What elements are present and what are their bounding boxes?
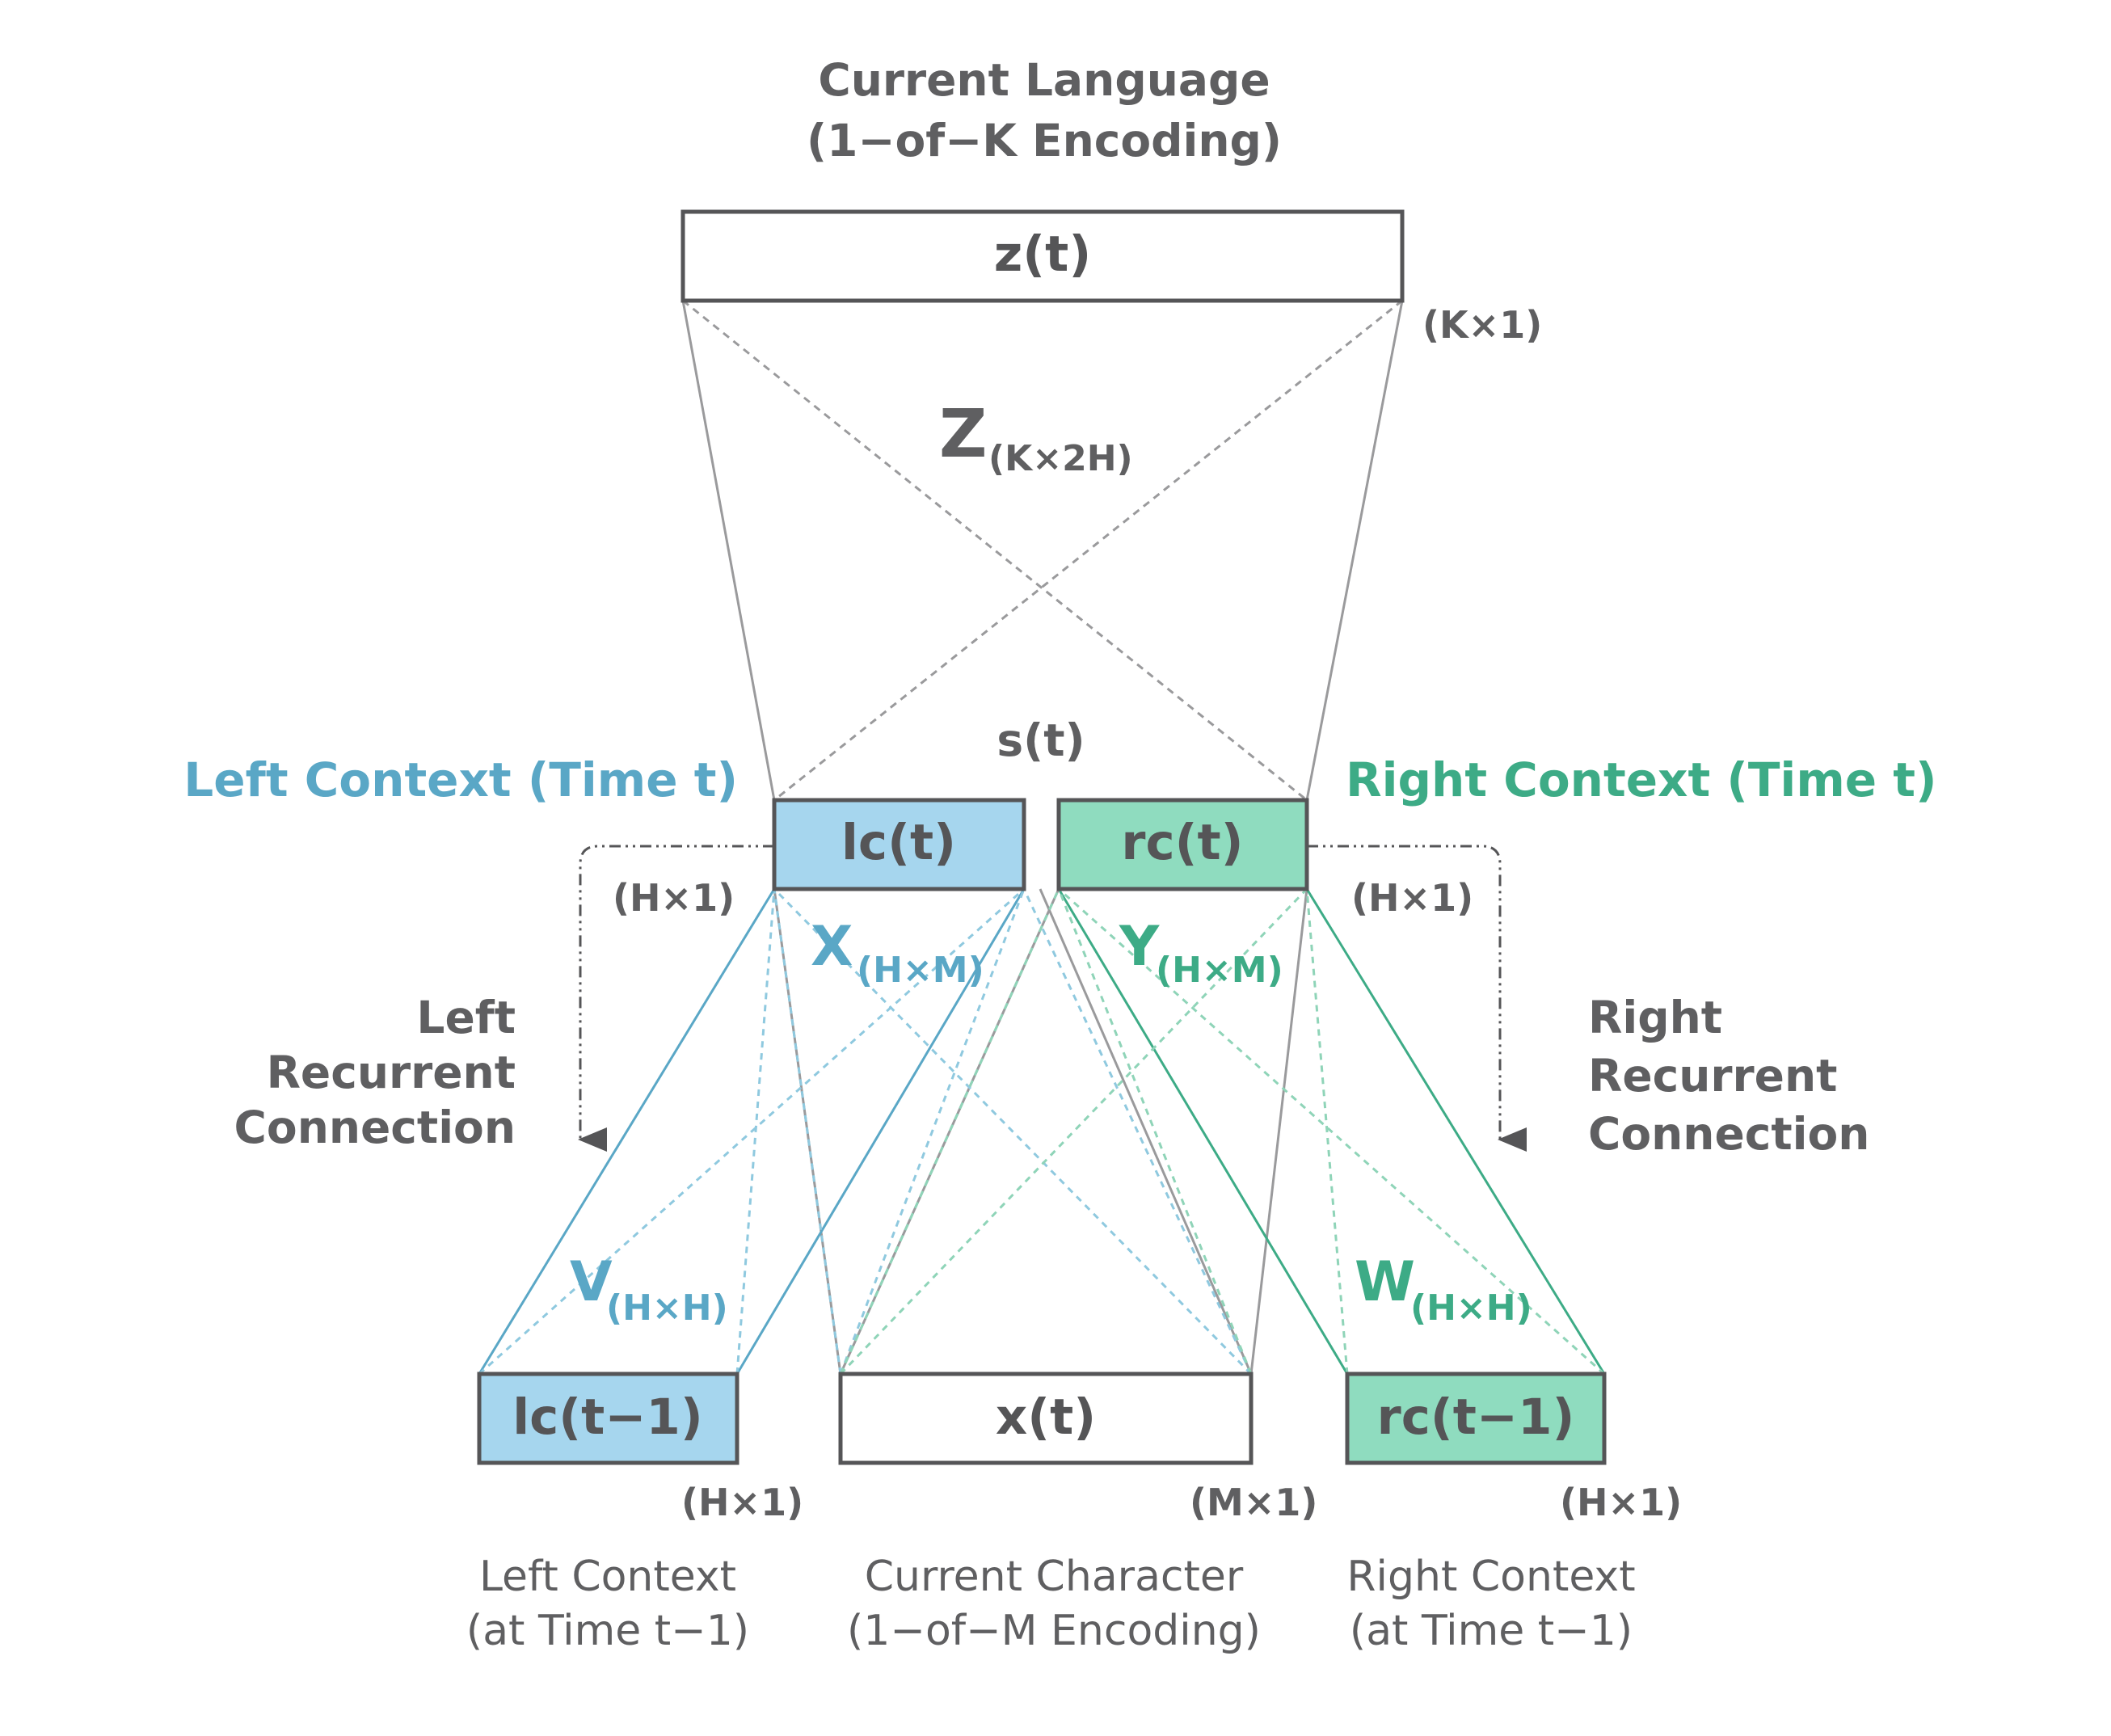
x-box-label: x(t) (996, 1388, 1096, 1446)
x-dim: (M×1) (1190, 1481, 1317, 1524)
weight-V: V (H×H) (570, 1250, 728, 1329)
z-box: z(t) (680, 209, 1405, 303)
caption-left: Left Context (at Time t−1) (466, 1553, 749, 1655)
green-connections (839, 887, 1606, 1376)
blue-connections (478, 887, 1253, 1376)
left-recurrent-label: Left Recurrent Connection (234, 992, 516, 1153)
left-recurrent-line2: Recurrent (267, 1047, 516, 1098)
left-recurrent-line3: Connection (234, 1102, 516, 1153)
right-recurrent-line2: Recurrent (1588, 1050, 1837, 1102)
rc-box: rc(t) (1056, 798, 1309, 891)
weight-W: W (H×H) (1355, 1250, 1532, 1329)
weight-X-dim: (H×M) (857, 950, 984, 991)
lc-prev-box: lc(t−1) (477, 1372, 739, 1465)
caption-left-line1: Left Context (479, 1553, 736, 1601)
title-line2: (1−of−K Encoding) (807, 115, 1282, 166)
rc-dim: (H×1) (1351, 876, 1473, 920)
lc-dim: (H×1) (613, 876, 735, 920)
rc-prev-box-label: rc(t−1) (1377, 1388, 1575, 1446)
lc-prev-dim: (H×1) (681, 1481, 803, 1524)
caption-right-line2: (at Time t−1) (1350, 1607, 1633, 1655)
x-box: x(t) (838, 1372, 1254, 1465)
weight-W-dim: (H×H) (1410, 1287, 1532, 1329)
s-label: s(t) (997, 714, 1085, 766)
weight-V-symbol: V (570, 1250, 613, 1314)
caption-right: Right Context (at Time t−1) (1346, 1553, 1635, 1655)
right-context-time-t: Right Context (Time t) (1346, 752, 1937, 807)
weight-X-symbol: X (811, 915, 853, 979)
left-recurrent-line1: Left (416, 992, 516, 1043)
right-recurrent-arrow (1307, 845, 1527, 1152)
weight-Y-symbol: Y (1119, 915, 1160, 979)
rc-prev-dim: (H×1) (1560, 1481, 1682, 1524)
title-line1: Current Language (818, 54, 1270, 106)
lc-box: lc(t) (772, 798, 1026, 891)
z-box-label: z(t) (994, 225, 1091, 283)
right-recurrent-line3: Connection (1588, 1108, 1869, 1160)
caption-center-line1: Current Character (865, 1553, 1244, 1601)
caption-center: Current Character (1−of−M Encoding) (847, 1553, 1261, 1655)
caption-left-line2: (at Time t−1) (466, 1607, 749, 1655)
caption-right-line1: Right Context (1346, 1553, 1635, 1601)
weight-W-symbol: W (1355, 1250, 1415, 1314)
left-recurrent-arrow (578, 845, 774, 1152)
weight-Z-symbol: Z (939, 396, 987, 473)
right-recurrent-line1: Right (1588, 992, 1722, 1043)
weight-Y-dim: (H×M) (1156, 950, 1283, 991)
weight-Z: Z (K×2H) (939, 396, 1133, 479)
rc-prev-box: rc(t−1) (1345, 1372, 1607, 1465)
z-dim: (K×1) (1422, 303, 1542, 347)
left-context-time-t: Left Context (Time t) (183, 752, 738, 807)
weight-Z-dim: (K×2H) (988, 438, 1133, 479)
caption-center-line2: (1−of−M Encoding) (847, 1607, 1261, 1655)
weight-Y: Y (H×M) (1119, 915, 1283, 991)
weight-V-dim: (H×H) (606, 1287, 728, 1329)
lc-prev-box-label: lc(t−1) (512, 1388, 703, 1446)
rc-box-label: rc(t) (1121, 814, 1243, 871)
right-recurrent-label: Right Recurrent Connection (1588, 992, 1869, 1160)
lc-box-label: lc(t) (841, 814, 956, 871)
weight-X: X (H×M) (811, 915, 984, 991)
z-connections (681, 299, 1404, 802)
